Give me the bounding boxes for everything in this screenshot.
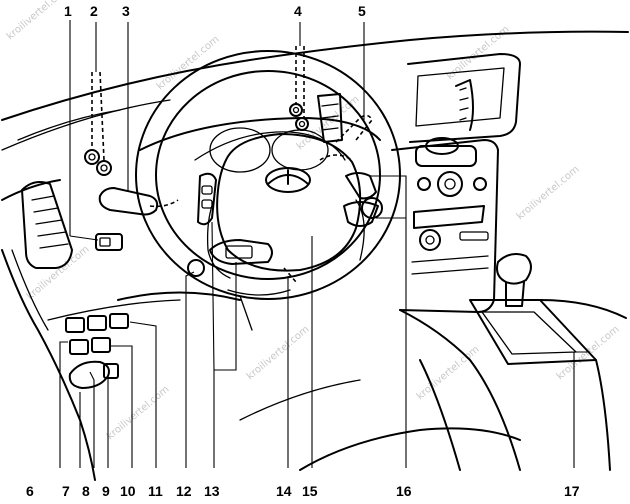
watermark-layer: kroilivertel.com kroilivertel.com kroili…	[5, 0, 622, 442]
callout-8: 8	[82, 483, 90, 499]
callout-10: 10	[120, 483, 136, 499]
watermark-text: kroilivertel.com	[25, 244, 92, 302]
leader-11	[129, 321, 157, 468]
instrument-cluster	[139, 117, 381, 173]
leader-17	[573, 351, 590, 468]
leader-16	[370, 175, 407, 468]
callout-1: 1	[64, 3, 72, 19]
callout-labels: 1 2 3 4 5 6 7 8 9 10 11 12 13 14 15 16 1…	[26, 3, 580, 499]
center-console	[391, 53, 521, 313]
left-air-vent	[21, 181, 73, 269]
callout-14: 14	[276, 483, 292, 499]
watermark-text: kroilivertel.com	[555, 324, 622, 382]
callout-12: 12	[176, 483, 192, 499]
brand-emblem-icon	[265, 167, 311, 193]
callout-15: 15	[302, 483, 318, 499]
dashboard-outline	[1, 30, 629, 481]
callout-2: 2	[90, 3, 98, 19]
center-knobs	[289, 103, 309, 131]
watermark-text: kroilivertel.com	[415, 344, 482, 402]
callout-7: 7	[62, 483, 70, 499]
gear-shifter	[399, 253, 627, 471]
callout-13: 13	[204, 483, 220, 499]
callout-9: 9	[102, 483, 110, 499]
light-switch-lever	[98, 187, 179, 216]
left-spoke-controls	[197, 172, 273, 265]
watermark-text: kroilivertel.com	[105, 384, 172, 442]
callout-17: 17	[564, 483, 580, 499]
callout-6: 6	[26, 483, 34, 499]
center-vent	[317, 93, 343, 143]
watermark-text: kroilivertel.com	[5, 0, 72, 42]
driver-seat	[239, 359, 521, 471]
leader-lines	[59, 20, 590, 468]
leader-6	[59, 341, 68, 468]
callout-4: 4	[294, 3, 302, 19]
leader-12	[185, 271, 195, 468]
watermark-text: kroilivertel.com	[515, 164, 582, 222]
callout-3: 3	[122, 3, 130, 19]
leader-8	[89, 371, 95, 468]
steering-column	[187, 259, 297, 331]
right-spoke-controls	[319, 154, 383, 227]
steering-wheel	[135, 50, 401, 300]
leader-13	[213, 262, 237, 468]
leader-10	[110, 345, 133, 468]
callout-11: 11	[148, 483, 163, 499]
callout-5: 5	[358, 3, 366, 19]
dimmer-knobs	[84, 149, 112, 176]
lower-switch-cluster	[65, 313, 129, 389]
callout-16: 16	[396, 483, 412, 499]
watermark-text: kroilivertel.com	[245, 324, 312, 382]
left-panel-switch	[95, 233, 123, 251]
